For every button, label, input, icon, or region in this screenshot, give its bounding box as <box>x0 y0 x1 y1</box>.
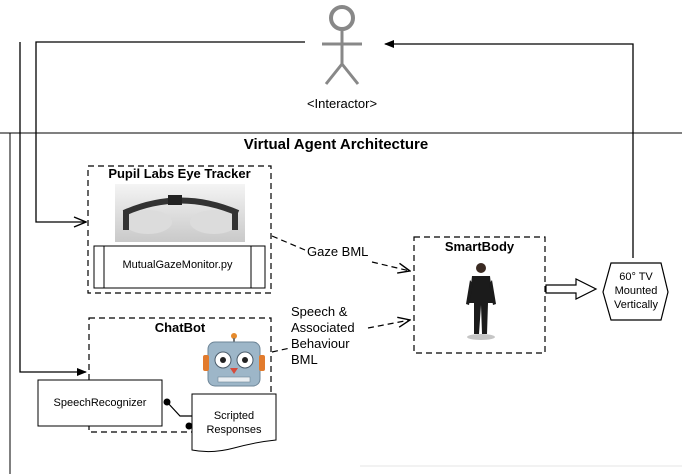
gaze-bml-arrow-tail <box>371 261 410 271</box>
speech-bml-line2: Associated <box>291 320 355 335</box>
display-to-actor-line <box>384 40 634 258</box>
interactor-figure <box>322 5 362 85</box>
display-shape <box>602 262 669 321</box>
eye-tracker-title: Pupil Labs Eye Tracker <box>108 166 251 181</box>
module-label: MutualGazeMonitor.py <box>122 259 233 271</box>
speech-bml-label: Speech & Associated Behaviour BML <box>291 304 371 368</box>
speech-bml-arrow-b <box>367 320 410 329</box>
speech-bml-line4: BML <box>291 352 318 367</box>
eye-tracker-box <box>87 165 272 294</box>
chatbot-box <box>88 317 272 433</box>
architecture-frame <box>0 132 682 474</box>
speech-bml-arrow-a <box>271 347 291 353</box>
chatbot-title: ChatBot <box>154 320 206 335</box>
smartbody-title: SmartBody <box>444 239 515 254</box>
display-line3: Vertically <box>613 299 659 311</box>
display-line2: Mounted <box>614 285 658 297</box>
speech-recognizer-label: SpeechRecognizer <box>53 397 147 409</box>
display-line1: 60° TV <box>619 271 653 283</box>
scripted-responses-line1: Scripted <box>213 410 255 422</box>
eye-tracker-image <box>115 184 245 242</box>
speech-bml-line1: Speech & <box>291 304 348 319</box>
speech-bml-line3: Behaviour <box>291 336 350 351</box>
display-label: 60° TV Mounted Vertically <box>604 270 668 312</box>
recognizer-responses-link <box>166 401 192 417</box>
speech-recognizer-box <box>37 379 163 427</box>
actor-to-eye-tracker-line <box>35 41 305 222</box>
smartbody-box <box>413 236 546 354</box>
scripted-responses-shape <box>191 393 277 453</box>
display-arrow <box>545 278 598 300</box>
actor-to-speech-recognizer-line <box>19 42 87 376</box>
robot-icon <box>203 333 265 387</box>
gaze-bml-arrow <box>271 235 306 251</box>
smartbody-character <box>466 263 496 340</box>
architecture-title: Virtual Agent Architecture <box>243 136 429 153</box>
gaze-bml-label: Gaze BML <box>307 244 369 259</box>
scripted-responses-label: Scripted Responses <box>192 409 276 437</box>
interactor-label: <Interactor> <box>306 96 378 111</box>
module-box <box>93 245 266 289</box>
scripted-responses-line2: Responses <box>206 424 262 436</box>
